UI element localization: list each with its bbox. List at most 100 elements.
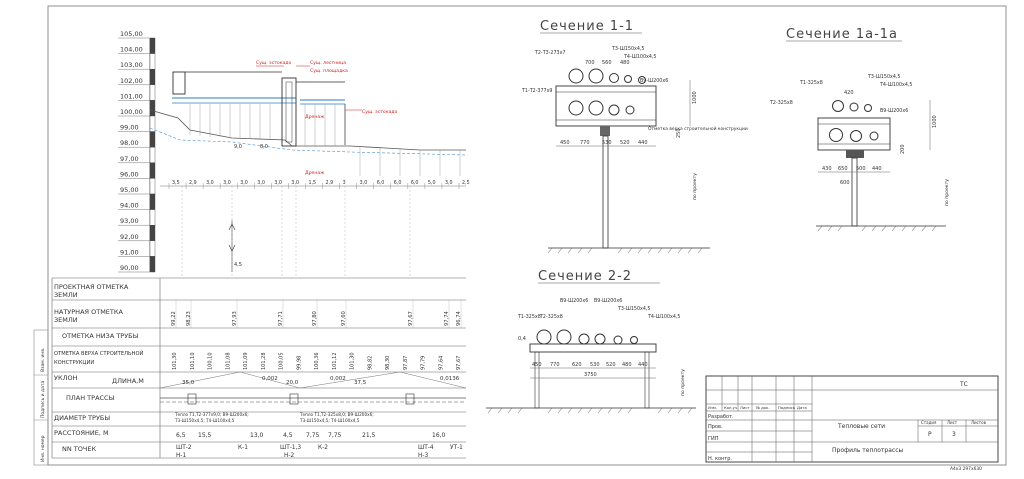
tb-sheets-label: Листов — [971, 420, 987, 425]
distance-top: 3 — [343, 180, 346, 186]
dim-90: 9,0 — [234, 144, 242, 150]
tb-project: Тепловые сети — [837, 423, 885, 430]
slope-value: 37,5 — [354, 380, 367, 386]
pipe-bottom-mark: 101,08 — [225, 353, 231, 371]
pipe-bottom-mark: 97,64 — [438, 356, 444, 370]
pipe-bottom-mark: 97,67 — [456, 356, 462, 370]
natural-mark: 96,74 — [456, 310, 462, 326]
spec-text-1: Тепло Т1,Т2-377х9,0; В9-Ш200х6; — [174, 412, 249, 417]
sheet-frame — [47, 5, 1007, 466]
tb-role-1: Разработ. — [708, 414, 734, 420]
elev-label: 100,00 — [120, 108, 143, 116]
s2-dim-2: 770 — [550, 362, 560, 368]
s2-dim-04: 0,4 — [518, 336, 526, 342]
elev-label: 105,00 — [120, 30, 143, 38]
elev-label: 104,00 — [120, 46, 143, 54]
row-label: NN ТОЧЕК — [62, 445, 96, 453]
elev-label: 101,00 — [120, 92, 143, 100]
point-label: УТ-1 — [450, 445, 463, 451]
tb-h5: Подпись — [778, 405, 796, 410]
row-label: УКЛОН — [54, 374, 78, 382]
elev-segment — [149, 178, 156, 195]
elev-label: 103,00 — [120, 61, 143, 69]
natural-ground-line — [149, 127, 467, 156]
elev-label: 95,00 — [120, 186, 139, 194]
pipe-bottom-mark: 97,79 — [421, 356, 427, 370]
spec-text-2: Т3-Ш150х4,5; Т4-Ш100х4,5 — [174, 418, 235, 423]
s1-dim-3: 530 — [602, 140, 612, 146]
distance-bottom: 13,0 — [250, 432, 264, 439]
point-label: Н-3 — [418, 453, 428, 459]
side-stamp: Инв. номер Подпись и дата Взам. инв. — [33, 329, 49, 466]
distance-bottom: 4,5 — [283, 432, 293, 439]
elevation-scale: 105,00104,00103,00102,00101,00100,0099,0… — [118, 30, 156, 273]
dim-45: 4,5 — [234, 262, 242, 268]
pipe-bottom-mark: 100,10 — [208, 353, 214, 371]
natural-mark: 97,67 — [408, 311, 414, 326]
natural-mark: 97,74 — [444, 310, 450, 326]
s1-pipe-1: Т1-Т2-377х9 — [521, 88, 552, 94]
tb-sheet: 3 — [952, 431, 956, 438]
slope-value: 0,0136 — [440, 376, 460, 382]
elev-label: 93,00 — [120, 217, 139, 225]
elev-label: 102,00 — [120, 77, 143, 85]
distance-bottom: 15,5 — [198, 432, 212, 439]
s1a-dim-3: 500 — [856, 166, 866, 172]
row-label: КОНСТРУКЦИИ — [54, 360, 94, 366]
tb-h1: Изм. — [708, 405, 717, 410]
elev-segment — [149, 84, 156, 101]
s1-pipe-2: Т2-Т3-273х7 — [534, 50, 565, 56]
distance-bottom: 6,5 — [176, 432, 186, 439]
s1-dim-1: 450 — [560, 140, 570, 146]
point-label: К-2 — [318, 445, 328, 451]
distance-top: 3,0 — [291, 180, 299, 186]
s2-dim-5: 520 — [606, 362, 616, 368]
s1-pipe-3: Т3-Ш150х4,5 — [611, 46, 644, 52]
point-label: Н-1 — [176, 453, 186, 459]
row-label: РАССТОЯНИЕ, М — [54, 429, 109, 437]
row-label: ОТМЕТКА ВЕРХА СТРОИТЕЛЬНОЙ — [54, 350, 144, 357]
s2-grade: по проекту — [681, 369, 686, 396]
elev-segment — [149, 146, 156, 163]
point-label: ШТ-2 — [176, 445, 192, 451]
s1a-dim-height: 1000 — [932, 115, 938, 128]
s1-dim-height: 1000 — [692, 91, 698, 104]
distance-top: 3,0 — [240, 180, 248, 186]
tb-h4: № док. — [756, 405, 770, 410]
pipe-bottom-mark: 101,30 — [172, 353, 178, 371]
pipe-bottom-mark: 101,12 — [332, 353, 338, 371]
tb-role-2: Пров. — [708, 424, 723, 430]
s2-pipe-3: В9-Ш200х6 — [560, 298, 588, 304]
natural-mark: 97,80 — [312, 311, 318, 326]
s1-dim-4: 520 — [620, 140, 630, 146]
distance-top: 6,0 — [411, 180, 419, 186]
s1-dim-9: 480 — [620, 60, 630, 66]
elev-label: 90,00 — [120, 264, 139, 272]
pipe-bottom-mark: 101,30 — [350, 353, 356, 371]
anno-estakado-1: Сущ. эстокадо — [256, 60, 291, 66]
slope-value: 35,0 — [182, 380, 195, 386]
row-label: ДИАМЕТР ТРУБЫ — [54, 414, 110, 422]
s2-dim-3: 620 — [572, 362, 582, 368]
s1a-pipe-2: Т2-325х8 — [769, 100, 793, 106]
distance-top: 1,5 — [308, 180, 316, 186]
pipe-bottom-mark: 99,98 — [296, 356, 302, 370]
pipe-bottom-mark: 101,10 — [190, 353, 196, 371]
tb-stage: Р — [928, 431, 932, 438]
s1a-grade: по проекту — [945, 179, 950, 206]
distance-top: 3,5 — [172, 180, 180, 186]
pipe-bottom-mark: 98,82 — [367, 356, 373, 370]
elev-segment — [149, 37, 156, 54]
point-label: ШТ-4 — [418, 445, 434, 451]
s1-pipe-5: В9-Ш200х6 — [640, 78, 668, 84]
s2-dim-6: 480 — [622, 362, 632, 368]
natural-mark: 98,23 — [186, 311, 192, 326]
stamp-inv: Инв. номер — [40, 435, 46, 462]
tb-role-3: ГИП — [708, 436, 719, 442]
distance-top: 2,5 — [462, 180, 470, 186]
